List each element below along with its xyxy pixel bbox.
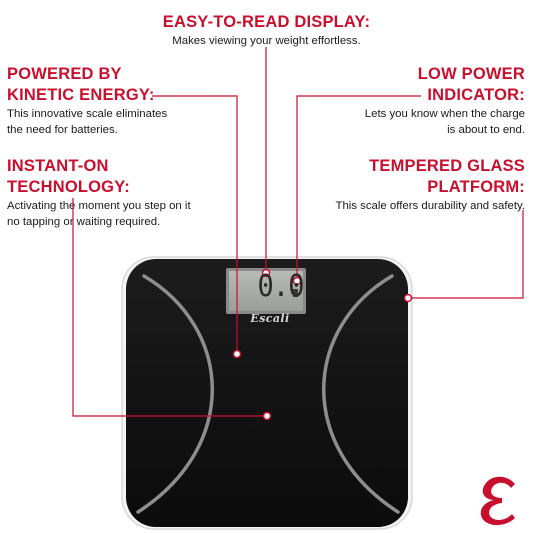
feature-display-desc: Makes viewing your weight effortless. <box>172 35 361 47</box>
feature-kinetic-desc-line2: the need for batteries. <box>7 124 118 136</box>
feature-instant-title-line2: TECHNOLOGY: <box>7 178 130 196</box>
callout-dot-low-power <box>292 276 302 286</box>
lcd-low-power-marker <box>293 289 298 297</box>
callout-line-low-power <box>296 95 421 280</box>
callout-dot-display <box>261 268 271 278</box>
feature-instant-title-line1: INSTANT-ON <box>7 157 109 175</box>
callout-line-glass <box>409 210 524 299</box>
feature-kinetic-title-line2: KINETIC ENERGY: <box>7 86 155 104</box>
scale-arc-left <box>136 274 214 514</box>
callout-dot-glass <box>403 293 413 303</box>
feature-instant-desc-line2: no tapping or waiting required. <box>7 216 161 228</box>
callout-dot-kinetic <box>232 349 242 359</box>
feature-glass-title-line1: TEMPERED GLASS <box>369 157 525 175</box>
feature-kinetic-title-line1: POWERED BY <box>7 65 122 83</box>
feature-low-power-desc-line1: Lets you know when the charge <box>364 108 525 120</box>
feature-tempered-glass: TEMPERED GLASS PLATFORM: This scale offe… <box>335 156 525 214</box>
callout-dot-instant <box>262 411 272 421</box>
feature-low-power: LOW POWER INDICATOR: Lets you know when … <box>365 64 525 138</box>
feature-low-power-title-line1: LOW POWER <box>417 65 525 83</box>
feature-display: EASY-TO-READ DISPLAY: Makes viewing your… <box>0 12 533 49</box>
feature-kinetic-energy: POWERED BY KINETIC ENERGY: This innovati… <box>7 64 167 138</box>
callout-line-kinetic <box>152 95 238 352</box>
scale-arc-right <box>322 274 400 514</box>
feature-low-power-title-line2: INDICATOR: <box>427 86 525 104</box>
lcd-screen <box>229 271 303 311</box>
feature-kinetic-desc-line1: This innovative scale eliminates <box>7 108 168 120</box>
feature-instant-on: INSTANT-ON TECHNOLOGY: Activating the mo… <box>7 156 191 230</box>
feature-low-power-desc-line2: is about to end. <box>447 124 525 136</box>
escali-e-logo-icon <box>480 476 515 526</box>
feature-glass-desc: This scale offers durability and safety. <box>335 200 525 212</box>
callout-line-instant <box>72 198 264 417</box>
feature-display-title: EASY-TO-READ DISPLAY: <box>162 13 371 31</box>
lcd-reading: 0.0 <box>257 269 305 304</box>
feature-instant-desc-line1: Activating the moment you step on it <box>7 200 191 212</box>
feature-glass-title-line2: PLATFORM: <box>427 178 525 196</box>
scale-brand-label: Escali <box>250 312 290 325</box>
